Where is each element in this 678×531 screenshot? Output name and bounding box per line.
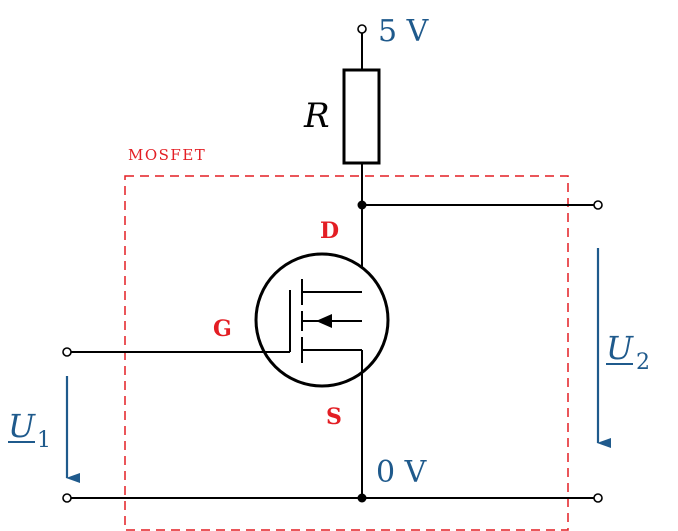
supply-terminal [357,24,367,34]
ground-voltage-label: 0 V [376,455,428,490]
supply-voltage-label: 5 V [378,14,430,49]
input-voltage-label: U 1 [8,407,51,453]
input-top-terminal [62,347,72,357]
body-arrow-icon [316,314,332,328]
drain-label: D [320,218,339,244]
output-voltage-symbol: U [606,329,634,367]
source-label: S [326,404,342,430]
mosfet-box-label: MOSFET [128,146,206,164]
resistor-label: R [303,96,330,136]
output-voltage-subscript: 2 [636,350,650,375]
gate-label: G [213,316,232,342]
resistor [342,68,381,165]
input-voltage-subscript: 1 [37,428,51,453]
input-bottom-terminal [62,493,72,503]
output-top-terminal [593,200,603,210]
output-bottom-terminal [593,493,603,503]
input-voltage-symbol: U [8,407,36,445]
output-voltage-label: U 2 [606,329,650,375]
